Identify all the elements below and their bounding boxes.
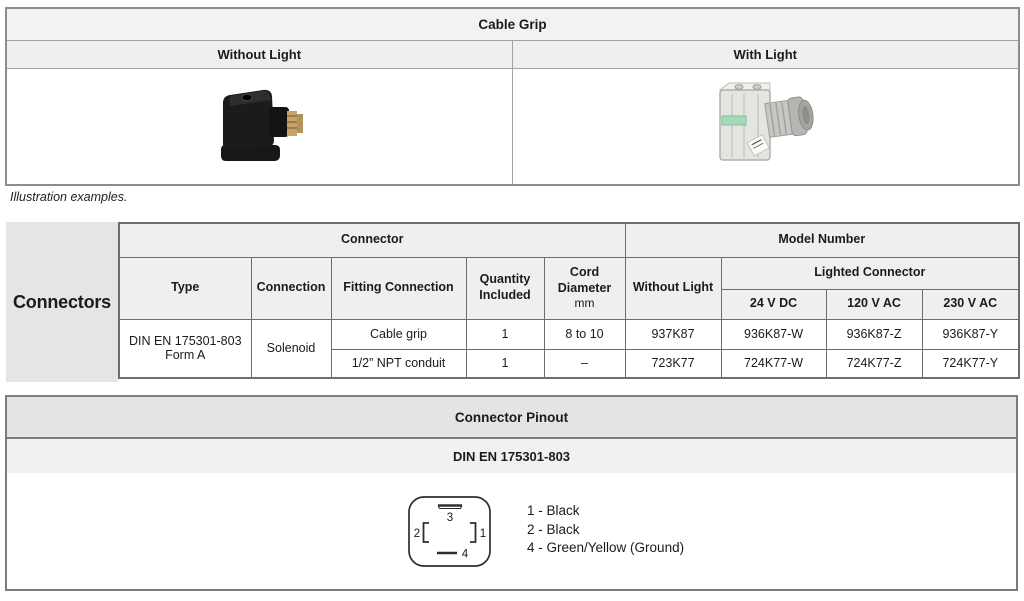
connector-pinout-title: Connector Pinout xyxy=(7,397,1016,439)
cord-diameter-unit: mm xyxy=(574,296,595,311)
connectors-table: Connector Model Number Type Connection F… xyxy=(118,222,1021,379)
with-light-connector-photo xyxy=(718,82,814,161)
model-number-group-header: Model Number xyxy=(624,222,1020,258)
connectors-section-label: Connectors xyxy=(6,222,118,382)
cord-diameter-column-header: Cord Diameter mm xyxy=(543,256,626,320)
model-without-light-cell: 937K87 xyxy=(624,318,722,350)
quantity-cell: 1 xyxy=(465,348,545,379)
cord-diameter-cell: 8 to 10 xyxy=(543,318,626,350)
fitting-connection-cell: Cable grip xyxy=(330,318,467,350)
din-connector-pinout-diagram-icon: 3 2 1 4 xyxy=(408,496,491,567)
model-230vac-cell: 936K87-Y xyxy=(921,318,1020,350)
illustration-note: Illustration examples. xyxy=(10,190,128,204)
table-row: DIN EN 175301-803 Form A Solenoid Cable … xyxy=(118,318,1020,379)
fitting-connection-cell: 1/2” NPT conduit xyxy=(330,348,467,379)
pinout-legend: 1 - Black 2 - Black 4 - Green/Yellow (Gr… xyxy=(527,502,684,558)
connector-group-header: Connector xyxy=(118,222,626,258)
model-120vac-cell: 936K87-Z xyxy=(825,318,923,350)
without-light-column-header: Without Light xyxy=(5,40,513,69)
legend-item-pin4: 4 - Green/Yellow (Ground) xyxy=(527,540,685,555)
without-light-connector-photo xyxy=(221,89,304,161)
quantity-cell: 1 xyxy=(465,318,545,350)
with-light-photo-cell xyxy=(511,68,1020,186)
pin-2-label: 2 xyxy=(414,528,420,540)
without-light-model-column-header: Without Light xyxy=(624,256,722,320)
model-120vac-cell: 724K77-Z xyxy=(825,348,923,379)
pin-1-label: 1 xyxy=(480,528,486,540)
pin-4-label: 4 xyxy=(462,549,469,561)
voltage-24vdc-header: 24 V DC xyxy=(720,288,827,320)
cable-grip-table: Cable Grip Without Light With Light xyxy=(5,7,1021,186)
connection-column-header: Connection xyxy=(250,256,332,320)
quantity-included-column-header: Quantity Included xyxy=(465,256,545,320)
connection-cell: Solenoid xyxy=(250,318,332,379)
table-row: 1/2” NPT conduit 1 – 723K77 724K77-W 724… xyxy=(119,348,1020,379)
model-without-light-cell: 723K77 xyxy=(624,348,722,379)
pinout-standard-subtitle: DIN EN 175301-803 xyxy=(7,439,1016,473)
model-230vac-cell: 724K77-Y xyxy=(921,348,1020,379)
with-light-column-header: With Light xyxy=(511,40,1020,69)
fitting-connection-column-header: Fitting Connection xyxy=(330,256,467,320)
model-24vdc-cell: 936K87-W xyxy=(720,318,827,350)
pinout-content: 3 2 1 4 1 - Black 2 - Black 4 - Green/Ye… xyxy=(7,473,1016,587)
cord-diameter-cell: – xyxy=(543,348,626,379)
type-column-header: Type xyxy=(118,256,252,320)
cable-grip-title: Cable Grip xyxy=(5,7,1020,41)
cord-diameter-label: Cord Diameter xyxy=(557,264,612,295)
legend-item-pin1: 1 - Black xyxy=(527,503,580,518)
model-24vdc-cell: 724K77-W xyxy=(720,348,827,379)
type-cell: DIN EN 175301-803 Form A xyxy=(118,318,252,379)
pin-3-label: 3 xyxy=(447,512,453,524)
legend-item-pin2: 2 - Black xyxy=(527,521,580,537)
without-light-photo-cell xyxy=(5,68,513,186)
voltage-120vac-header: 120 V AC xyxy=(825,288,923,320)
lighted-connector-group-header: Lighted Connector xyxy=(720,256,1020,290)
connector-pinout-panel: Connector Pinout DIN EN 175301-803 3 2 1… xyxy=(5,395,1018,591)
voltage-230vac-header: 230 V AC xyxy=(921,288,1020,320)
